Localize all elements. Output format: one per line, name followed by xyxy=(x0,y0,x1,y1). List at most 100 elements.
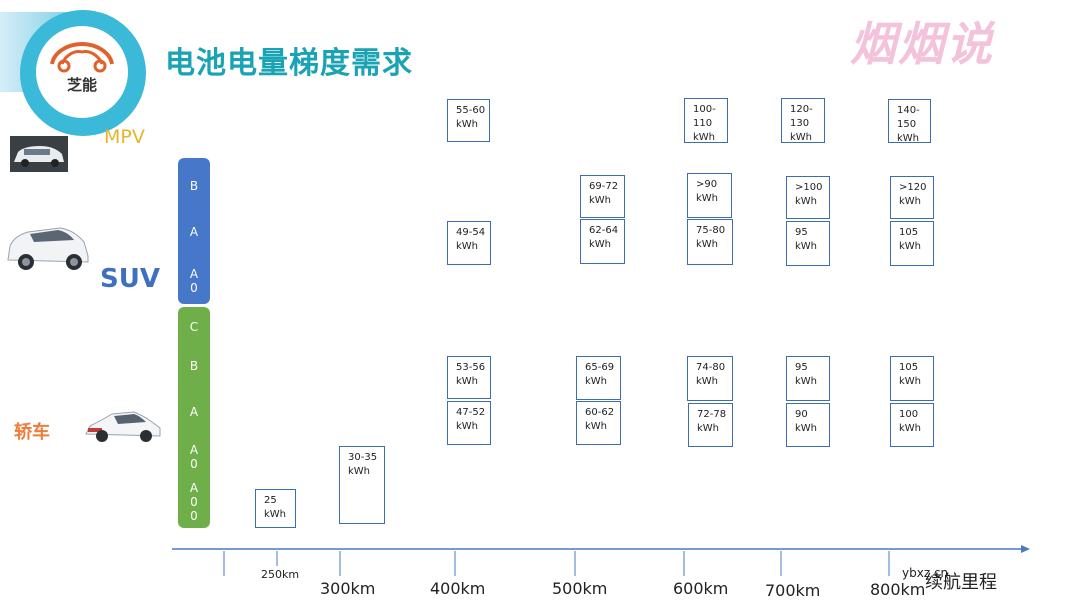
capacity-value-line: kWh xyxy=(585,421,608,432)
capacity-value-line: kWh xyxy=(899,241,922,252)
vehicle-class-mpv: MPV xyxy=(104,126,145,148)
capacity-value-line: 105 xyxy=(899,362,919,373)
capacity-box-sedan-b-600: 74-80 kWh xyxy=(687,356,733,401)
capacity-value-line: 150 xyxy=(897,119,917,130)
capacity-value-line: kWh xyxy=(697,423,720,434)
capacity-value-line: 62-64 xyxy=(589,225,619,236)
capacity-box-suv-a-600: 75-80 kWh xyxy=(687,219,733,265)
capacity-box-suv-a-500: 62-64 kWh xyxy=(580,219,625,264)
capacity-value-line: kWh xyxy=(795,376,818,387)
capacity-value-line: 140- xyxy=(897,105,920,116)
capacity-box-sedan-a-700: 90 kWh xyxy=(786,403,830,447)
capacity-box-suv-b-700: >100 kWh xyxy=(786,176,830,219)
capacity-box-suv-a-700: 95 kWh xyxy=(786,221,830,266)
capacity-value-line: 95 xyxy=(795,227,808,238)
segment-letter: A xyxy=(189,405,199,419)
capacity-value-line: kWh xyxy=(795,241,818,252)
capacity-box-mpv-400: 55-60 kWh xyxy=(447,99,490,142)
capacity-value-line: >120 xyxy=(899,182,927,193)
capacity-value-line: kWh xyxy=(456,376,479,387)
capacity-box-mpv-700: 120- 130 kWh xyxy=(781,98,825,143)
capacity-value-line: kWh xyxy=(264,509,287,520)
capacity-value-line: 100- xyxy=(693,104,716,115)
capacity-value-line: 25 xyxy=(264,495,277,506)
capacity-value-line: 55-60 xyxy=(456,105,486,116)
suv-car-image xyxy=(7,227,89,270)
segment-letter: A 0 0 xyxy=(189,481,199,523)
capacity-value-line: kWh xyxy=(899,196,922,207)
segment-bar-sedan: C B A A 0 A 0 0 xyxy=(178,307,210,528)
capacity-value-line: 100 xyxy=(899,409,919,420)
axis-tick-label: 400km xyxy=(430,579,486,598)
segment-letter: B xyxy=(189,179,199,193)
capacity-value-line: kWh xyxy=(696,239,719,250)
capacity-value-line: kWh xyxy=(348,466,371,477)
vehicle-class-sedan: 轿车 xyxy=(14,422,50,443)
axis-title: 续航里程 xyxy=(925,572,997,593)
segment-bar-suv-mpv: B A A 0 xyxy=(178,158,210,304)
page-title: 电池电量梯度需求 xyxy=(165,46,413,81)
capacity-value-line: 72-78 xyxy=(697,409,727,420)
segment-letter: A 0 xyxy=(189,443,199,471)
capacity-value-line: kWh xyxy=(899,376,922,387)
capacity-box-sedan-b-500: 65-69 kWh xyxy=(576,356,621,400)
capacity-value-line: 90 xyxy=(795,409,808,420)
sedan-car-image xyxy=(85,411,161,442)
capacity-value-line: kWh xyxy=(899,423,922,434)
capacity-box-sedan-b-700: 95 kWh xyxy=(786,356,830,401)
capacity-box-mpv-600: 100- 110 kWh xyxy=(684,98,728,143)
axis-tick-label: 300km xyxy=(320,579,376,598)
capacity-value-line: kWh xyxy=(589,195,612,206)
capacity-box-sedan-b-800: 105 kWh xyxy=(890,356,934,401)
capacity-value-line: 30-35 xyxy=(348,452,378,463)
mpv-car-image xyxy=(10,136,68,172)
capacity-box-sedan-a-800: 100 kWh xyxy=(890,403,934,447)
footer-watermark: ybxz.cn xyxy=(902,566,949,580)
axis-tick-label: 250km xyxy=(261,568,300,581)
capacity-value-line: >100 xyxy=(795,182,823,193)
axis-tick-label: 500km xyxy=(552,579,608,598)
watermark: 烟烟说 xyxy=(850,17,994,71)
capacity-value-line: 110 xyxy=(693,118,713,129)
capacity-box-sedan-a-600: 72-78 kWh xyxy=(688,403,733,447)
capacity-box-suv-a-800: 105 kWh xyxy=(890,221,934,266)
capacity-value-line: 53-56 xyxy=(456,362,486,373)
capacity-value-line: 75-80 xyxy=(696,225,726,236)
logo-disc xyxy=(36,26,128,118)
capacity-value-line: 74-80 xyxy=(696,362,726,373)
capacity-value-line: kWh xyxy=(795,423,818,434)
capacity-value-line: kWh xyxy=(589,239,612,250)
capacity-value-line: kWh xyxy=(456,421,479,432)
logo-car-icon xyxy=(50,41,114,73)
capacity-value-line: 130 xyxy=(790,118,810,129)
capacity-box-sedan-a-500: 60-62 kWh xyxy=(576,401,621,445)
capacity-box-a00-300: 30-35 kWh xyxy=(339,446,385,524)
capacity-value-line: kWh xyxy=(696,376,719,387)
capacity-value-line: kWh xyxy=(456,241,479,252)
capacity-value-line: kWh xyxy=(693,132,716,143)
axis-tick-label: 600km xyxy=(673,579,729,598)
capacity-value-line: kWh xyxy=(795,196,818,207)
capacity-value-line: 120- xyxy=(790,104,813,115)
capacity-value-line: >90 xyxy=(696,179,718,190)
segment-letter: B xyxy=(189,359,199,373)
capacity-value-line: 105 xyxy=(899,227,919,238)
segment-letter: C xyxy=(189,320,199,334)
segment-letter: A 0 xyxy=(189,267,199,295)
capacity-value-line: kWh xyxy=(585,376,608,387)
capacity-value-line: kWh xyxy=(790,132,813,143)
capacity-value-line: 60-62 xyxy=(585,407,615,418)
vehicle-class-suv: SUV xyxy=(100,264,160,294)
capacity-value-line: 49-54 xyxy=(456,227,486,238)
capacity-value-line: 95 xyxy=(795,362,808,373)
capacity-value-line: kWh xyxy=(456,119,479,130)
capacity-box-suv-a-400: 49-54 kWh xyxy=(447,221,491,265)
logo-text: 芝能 xyxy=(66,76,97,94)
capacity-value-line: 65-69 xyxy=(585,362,615,373)
capacity-box-suv-b-800: >120 kWh xyxy=(890,176,934,219)
